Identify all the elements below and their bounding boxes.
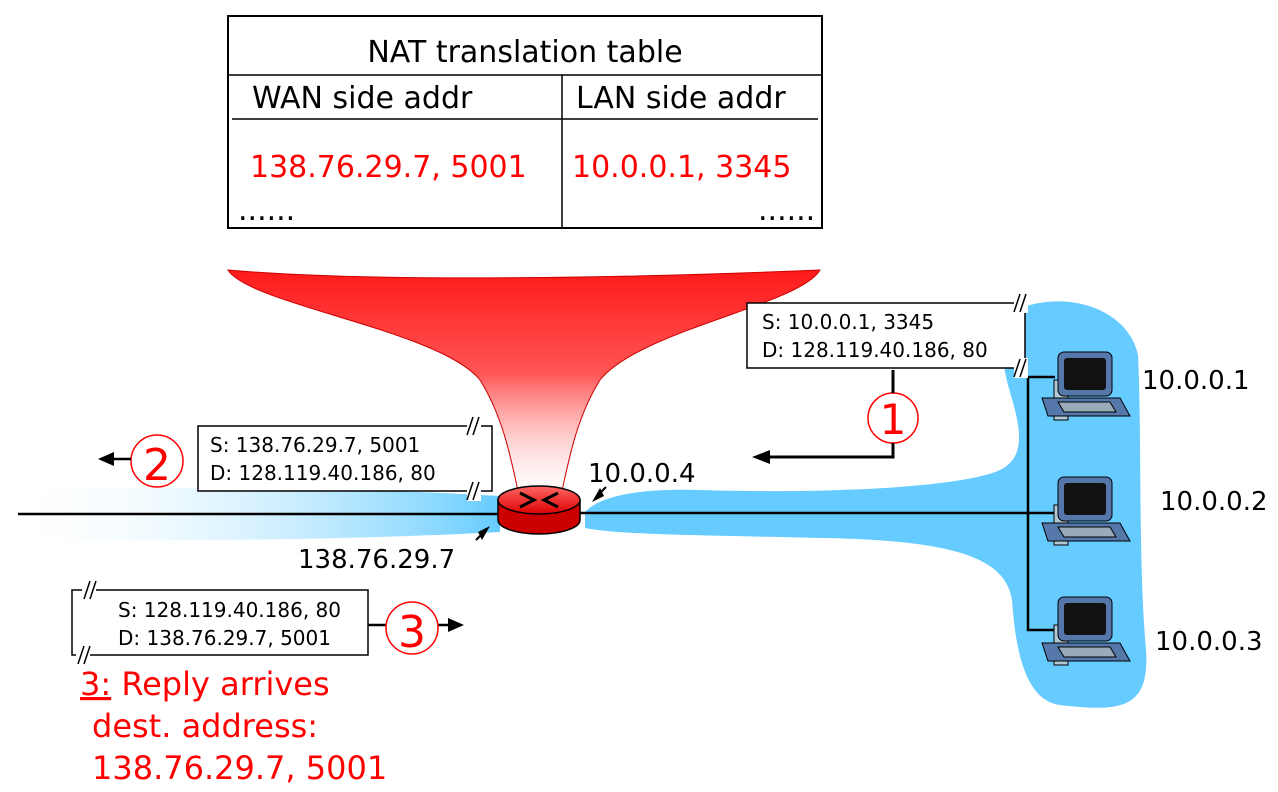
note-line1: Reply arrives — [111, 665, 330, 703]
lan-column-header: LAN side addr — [576, 81, 786, 116]
nat-entry-lan: 10.0.0.1, 3345 — [572, 150, 791, 185]
packet1-destination: D: 128.119.40.186, 80 — [762, 338, 988, 362]
packet2-source: S: 138.76.29.7, 5001 — [210, 433, 420, 457]
step-3-note: 3: Reply arrives dest. address: 138.76.2… — [80, 665, 387, 787]
svg-text:3: Reply arrives: 3: Reply arrives — [80, 665, 330, 703]
nat-translation-table: NAT translation table WAN side addr LAN … — [227, 15, 823, 229]
nat-router[interactable] — [497, 485, 581, 535]
host2-ip-label: 10.0.0.2 — [1160, 487, 1268, 517]
packet3-source: S: 128.119.40.186, 80 — [118, 598, 341, 622]
packet-1: S: 10.0.0.1, 3345 D: 128.119.40.186, 80 — [746, 293, 1028, 378]
router-lan-ip-label: 10.0.0.4 — [588, 459, 696, 489]
router-wan-ip-label: 138.76.29.7 — [298, 545, 455, 575]
step-1-marker: 1 — [867, 392, 919, 444]
note-line2: dest. address: — [92, 707, 318, 745]
svg-text:2: 2 — [143, 440, 171, 491]
host-10-0-0-1[interactable] — [1041, 351, 1131, 421]
router-arrows-icon — [519, 491, 559, 509]
lan-cloud — [585, 301, 1147, 708]
nat-lookup-funnel — [227, 269, 821, 501]
svg-text:1: 1 — [880, 395, 907, 444]
packet1-source: S: 10.0.0.1, 3345 — [762, 310, 934, 334]
svg-text:3: 3 — [398, 607, 426, 658]
packet3-destination: D: 138.76.29.7, 5001 — [118, 626, 331, 650]
note-step-label: 3: — [80, 665, 111, 703]
router-wan-pointer — [475, 526, 490, 541]
host-10-0-0-2[interactable] — [1041, 476, 1131, 546]
nat-more-entries-right: ...... — [758, 193, 815, 228]
packet2-destination: D: 128.119.40.186, 80 — [210, 461, 436, 485]
nat-entry-wan: 138.76.29.7, 5001 — [250, 150, 527, 185]
note-line3: 138.76.29.7, 5001 — [92, 749, 387, 787]
step-1-arrow — [752, 370, 895, 464]
lan-bus — [1026, 375, 1055, 632]
step-2-marker: 2 — [130, 434, 184, 491]
host3-ip-label: 10.0.0.3 — [1155, 627, 1263, 657]
host1-ip-label: 10.0.0.1 — [1142, 366, 1250, 396]
packet-3: S: 128.119.40.186, 80 D: 138.76.29.7, 50… — [71, 580, 369, 665]
step-3-marker: 3 — [385, 601, 439, 658]
step-2-arrow — [98, 452, 131, 466]
wan-column-header: WAN side addr — [252, 81, 473, 116]
host-10-0-0-3[interactable] — [1041, 596, 1131, 666]
router-lan-pointer — [592, 486, 607, 502]
nat-more-entries-left: ...... — [238, 193, 295, 228]
nat-table-title: NAT translation table — [367, 35, 682, 70]
packet-2: S: 138.76.29.7, 5001 D: 128.119.40.186, … — [197, 416, 493, 501]
